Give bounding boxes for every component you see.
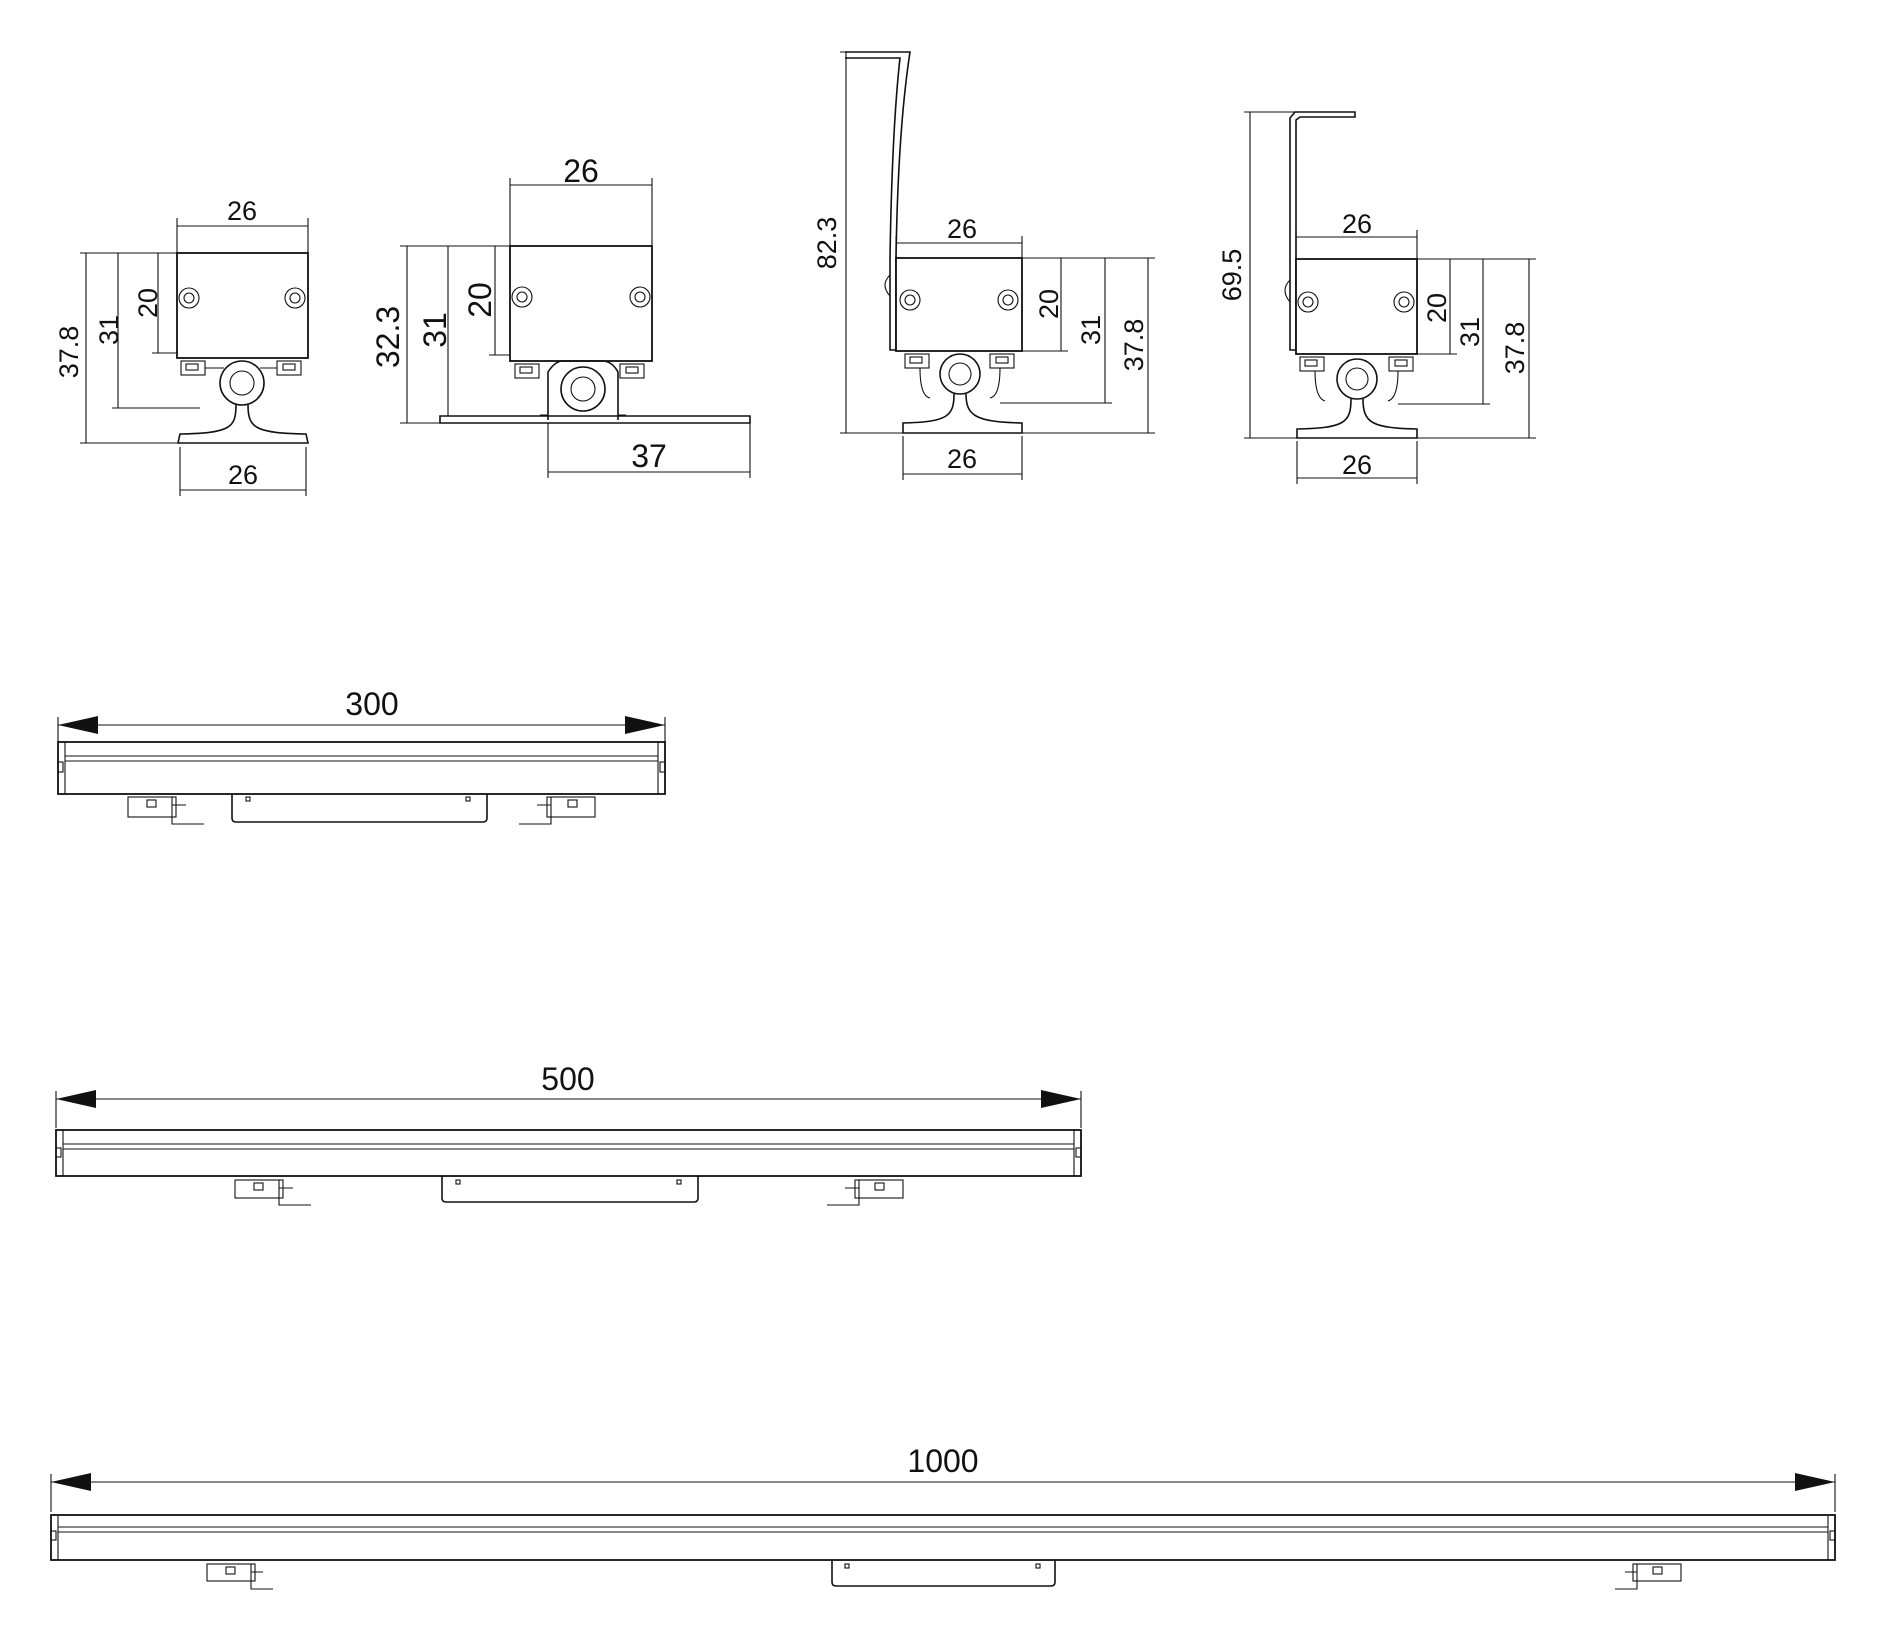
view-b-end-view: 26 37 32.3 31 20	[370, 153, 751, 478]
view-b-height-20: 20	[462, 282, 498, 318]
view-d-height-20: 20	[1422, 293, 1452, 323]
view-c-height-31: 31	[1076, 315, 1106, 345]
view-a-bottom-width: 26	[228, 460, 258, 490]
bar-500-length: 500	[541, 1061, 594, 1097]
view-b-top-width: 26	[563, 153, 599, 189]
view-a-height-20: 20	[133, 288, 163, 318]
view-d-bottom-width: 26	[1342, 450, 1372, 480]
view-c-total-height: 37.8	[1119, 319, 1149, 372]
view-c-bracket-height: 82.3	[812, 217, 842, 270]
view-a-top-width: 26	[227, 196, 257, 226]
view-d-bracket-height: 69.5	[1217, 249, 1247, 302]
view-a-end-view: 26 26 37.8 31 20	[54, 196, 309, 496]
view-b-height-31: 31	[417, 312, 453, 348]
bar-500-side-view: 500	[55, 1061, 1082, 1206]
view-d-total-height: 37.8	[1500, 322, 1530, 375]
view-c-bottom-width: 26	[947, 444, 977, 474]
view-b-total-height: 32.3	[370, 306, 406, 368]
view-d-height-31: 31	[1455, 317, 1485, 347]
bar-300-side-view: 300	[57, 686, 666, 825]
bar-300-length: 300	[345, 686, 398, 722]
bar-1000-length: 1000	[907, 1443, 978, 1479]
view-d-end-view: 26 26 69.5 20 31 37.8	[1217, 111, 1536, 484]
view-c-top-width: 26	[947, 214, 977, 244]
view-d-top-width: 26	[1342, 209, 1372, 239]
view-a-total-height: 37.8	[54, 326, 84, 379]
bar-1000-side-view: 1000	[50, 1443, 1836, 1590]
view-c-height-20: 20	[1034, 289, 1064, 319]
view-b-base-width: 37	[631, 438, 667, 474]
view-c-end-view: 26 26 82.3 20 31 37.8	[812, 51, 1155, 480]
view-a-height-31: 31	[94, 315, 124, 345]
